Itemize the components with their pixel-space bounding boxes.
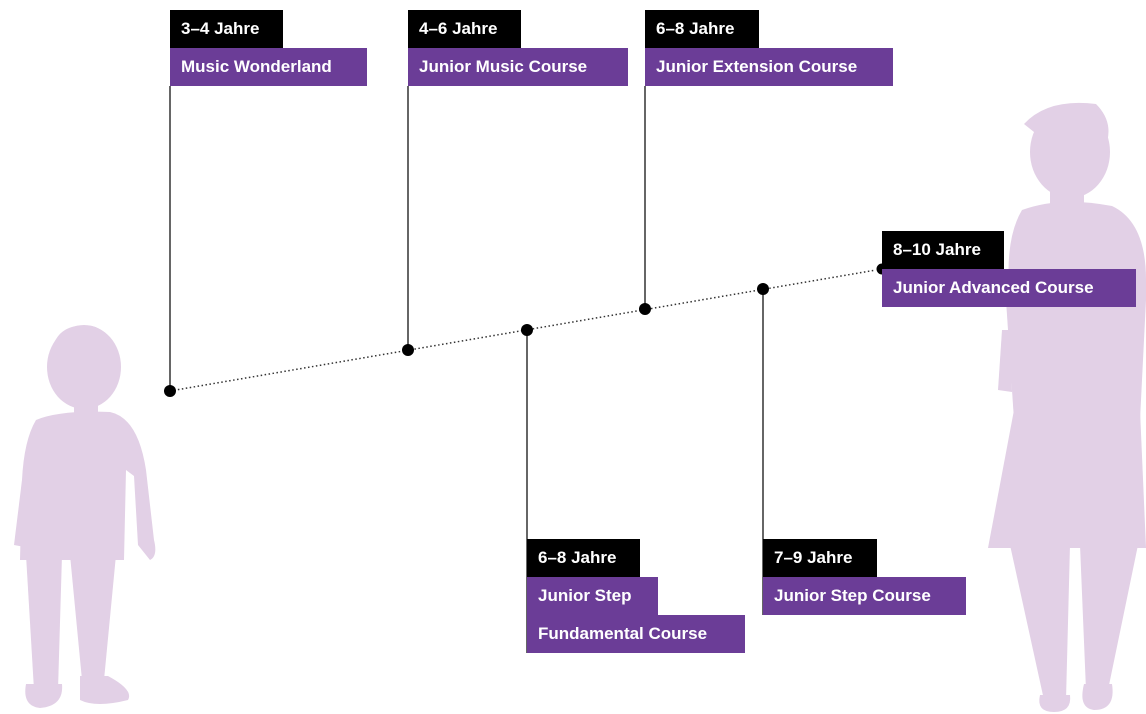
timeline-dot [164,385,176,397]
course-label: Junior Music Course [408,48,628,86]
age-label: 8–10 Jahre [882,231,1004,269]
course-label: Junior Step [527,577,658,615]
teen-silhouette-icon [988,102,1146,712]
age-label: 6–8 Jahre [527,539,640,577]
course-label: Junior Extension Course [645,48,893,86]
course-label: Music Wonderland [170,48,367,86]
age-label: 4–6 Jahre [408,10,521,48]
timeline-dot [521,324,533,336]
course-label: Junior Step Course [763,577,966,615]
timeline-dot [639,303,651,315]
course-label: Junior Advanced Course [882,269,1136,307]
timeline-dot [402,344,414,356]
age-label: 7–9 Jahre [763,539,877,577]
timeline-dot [757,283,769,295]
connector-lines [169,86,764,653]
age-label: 3–4 Jahre [170,10,283,48]
child-silhouette-icon [14,325,156,708]
age-label: 6–8 Jahre [645,10,759,48]
course-label: Fundamental Course [527,615,745,653]
